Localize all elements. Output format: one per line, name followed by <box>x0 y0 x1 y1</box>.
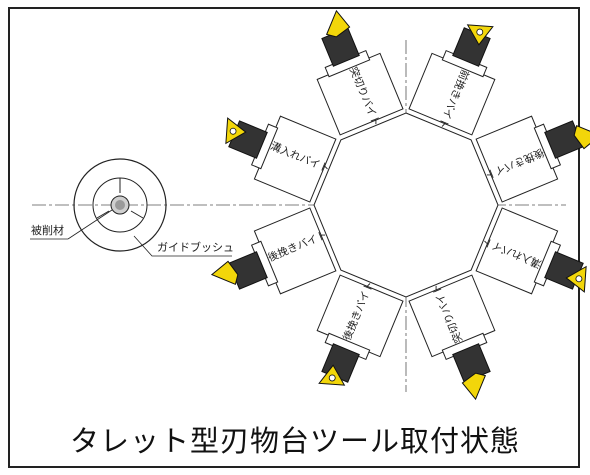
figure-caption: タレット型刃物台ツール取付状態 <box>69 424 520 458</box>
insert-screw <box>575 275 583 283</box>
tool-station: 溝入れバイト <box>225 115 337 203</box>
tool-station: 前挽きバイト <box>408 24 496 136</box>
cutting-insert <box>210 260 239 286</box>
insert-screw <box>229 127 237 135</box>
guide-bush <box>73 158 167 252</box>
cutting-insert <box>325 9 351 38</box>
tool-station: 突切りバイト <box>408 274 496 401</box>
cutting-insert <box>573 124 590 150</box>
workpiece <box>110 195 130 215</box>
workpiece-leader-arrow <box>67 209 113 240</box>
tool-station: 後挽きバイト <box>210 207 337 295</box>
guide-bush-label: ガイドブッシュ <box>157 240 234 254</box>
workpiece-label: 被削材 <box>31 223 64 237</box>
tool-station: 突切りバイト <box>316 9 404 136</box>
cutting-insert <box>461 372 487 401</box>
tool-station: 後挽きバイト <box>316 274 404 386</box>
insert-screw <box>328 374 336 382</box>
turret-head: 突切りバイト前挽きバイト後挽きバイト溝入れバイト突切りバイト後挽きバイト後挽きバ… <box>210 9 590 401</box>
tool-station: 溝入れバイト <box>475 207 587 295</box>
guide-bush-leader-line <box>133 235 232 257</box>
tool-station: 後挽きバイト <box>475 115 590 203</box>
insert-screw <box>476 28 484 36</box>
turret-octagon <box>313 112 499 298</box>
